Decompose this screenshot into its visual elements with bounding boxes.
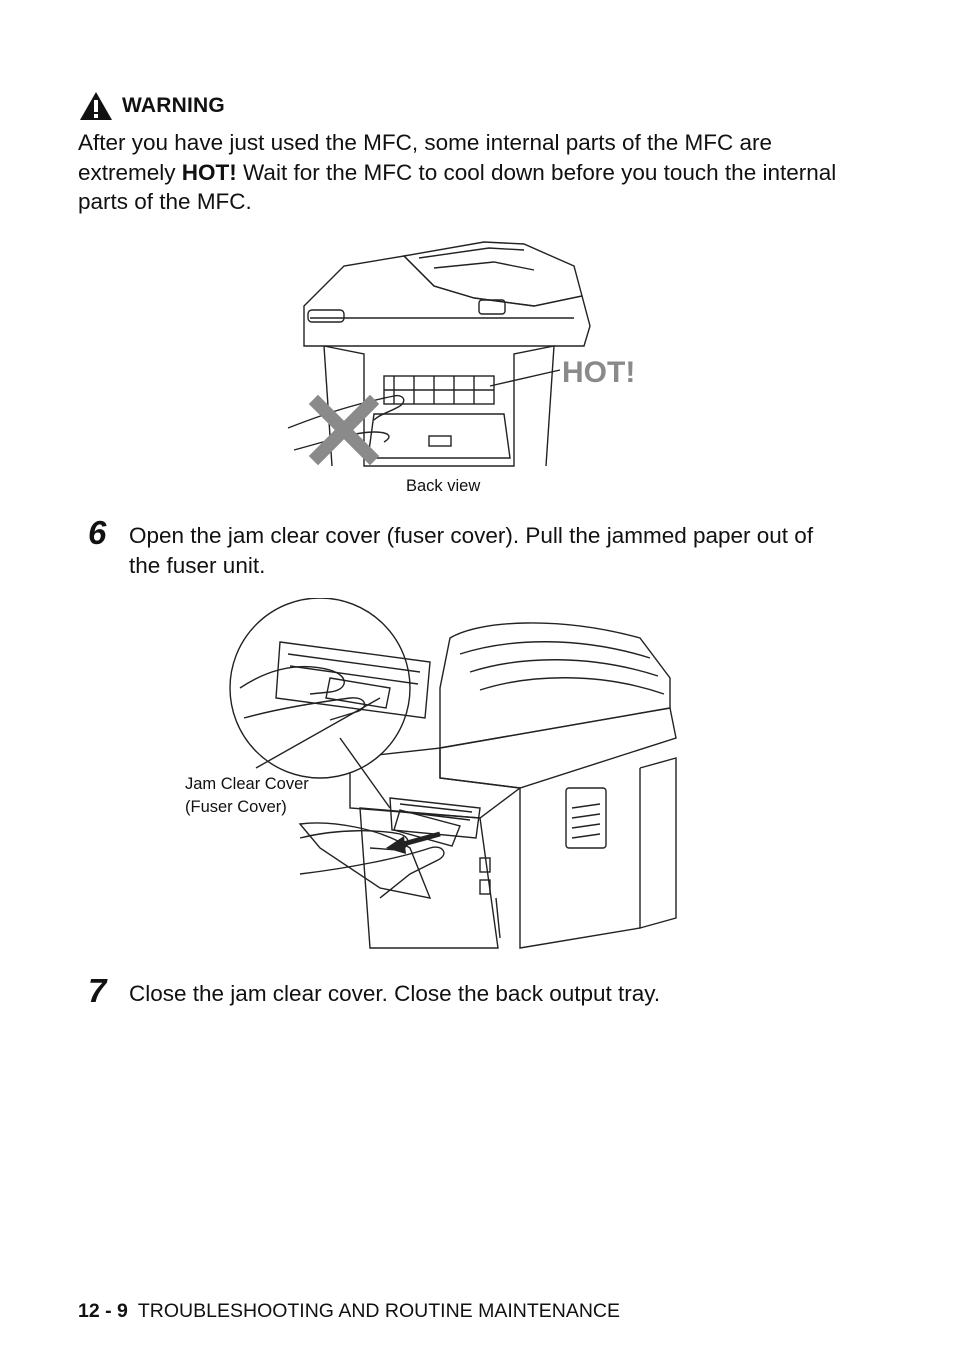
step-text-6: Open the jam clear cover (fuser cover). … [129,523,814,578]
step-number-7: 7 [88,972,107,1009]
callout-jam-clear-cover: Jam Clear Cover (Fuser Cover) [185,773,309,819]
step-text-7: Close the jam clear cover. Close the bac… [129,981,661,1006]
figure-fuser-cover [229,598,677,949]
page-number: 12 - 9 [78,1300,128,1322]
hot-emphasis: HOT! [181,159,237,185]
warning-triangle-icon [80,92,112,120]
section-title: TROUBLESHOOTING AND ROUTINE MAINTENANCE [137,1300,621,1322]
step-number-6: 6 [88,514,107,551]
figure-back-view: HOT! [287,241,635,467]
warning-label: WARNING [122,94,225,117]
warning-text: After you have just used the MFC, some i… [78,130,837,214]
figure1-caption: Back view [406,477,481,495]
page-footer: 12 - 9 TROUBLESHOOTING AND ROUTINE MAINTE… [78,1300,620,1323]
warning-heading: WARNING [78,90,225,122]
hot-label: HOT! [562,356,635,389]
callout-line-2: (Fuser Cover) [185,798,287,816]
callout-line-1: Jam Clear Cover [185,775,309,793]
